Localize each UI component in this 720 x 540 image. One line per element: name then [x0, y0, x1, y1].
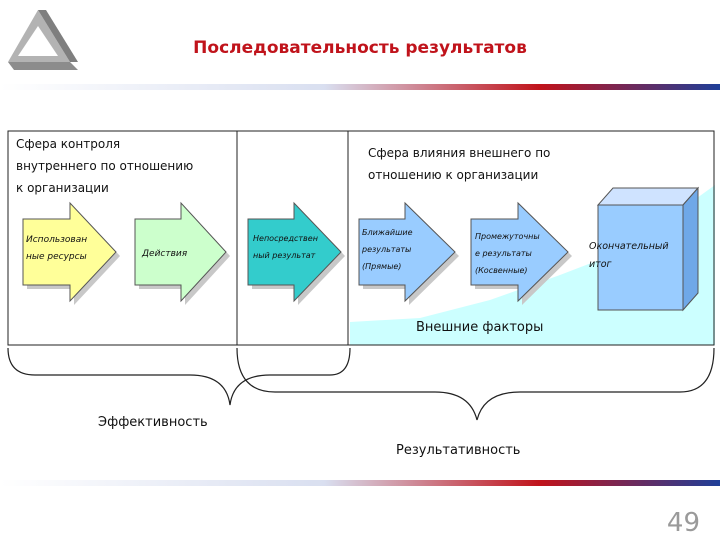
arrow-label-line: Действия	[142, 249, 188, 259]
arrow-label-line: (Прямые)	[362, 262, 402, 271]
arrow-intermediate-results	[470, 201, 572, 305]
arrow-immediate-result-label: Непосредствен ный результат	[253, 230, 318, 264]
brace-effectiveness	[236, 347, 715, 421]
logo-icon	[8, 10, 78, 70]
internal-sphere-line: Сфера контроля	[16, 137, 121, 151]
external-factors-label: Внешние факторы	[416, 320, 544, 335]
arrow-label-line: (Косвенные)	[475, 266, 528, 275]
effectiveness-label: Результативность	[396, 443, 521, 458]
internal-sphere-line: к организации	[16, 181, 109, 195]
arrow-actions	[134, 201, 230, 305]
page-number: 49	[666, 508, 700, 538]
footer-stripe	[0, 480, 720, 486]
internal-sphere-label: Сфера контроля внутреннего по отношению …	[16, 133, 193, 199]
external-sphere-line: отношению к организации	[368, 168, 539, 182]
arrow-immediate-result	[247, 201, 345, 305]
arrow-label-line: Использован	[26, 235, 88, 245]
final-outcome-cube	[596, 186, 700, 312]
arrow-intermediate-results-label: Промежуточны е результаты (Косвенные)	[475, 228, 540, 279]
arrow-inputs	[22, 201, 120, 305]
arrow-label-line: Ближайшие	[362, 228, 413, 237]
arrow-label-line: е результаты	[475, 249, 532, 258]
arrow-direct-results-label: Ближайшие результаты (Прямые)	[362, 224, 413, 275]
final-outcome-line: Окончательный	[589, 241, 669, 252]
arrow-label-line: Промежуточны	[475, 232, 540, 241]
page-title: Последовательность результатов	[193, 38, 527, 58]
arrow-label-line: Непосредствен	[253, 234, 318, 243]
arrow-direct-results	[358, 201, 459, 305]
header-stripe	[0, 84, 720, 90]
arrow-label-line: ные ресурсы	[26, 252, 87, 262]
arrow-inputs-label: Использован ные ресурсы	[26, 232, 87, 266]
external-sphere-label: Сфера влияния внешнего по отношению к ор…	[368, 142, 550, 186]
arrow-label-line: результаты	[362, 245, 412, 254]
final-outcome-line: итог	[589, 259, 612, 270]
brace-efficiency	[7, 347, 351, 406]
arrow-label-line: ный результат	[253, 251, 316, 260]
arrow-actions-label: Действия	[142, 246, 187, 263]
external-sphere-box	[347, 130, 715, 346]
external-sphere-line: Сфера влияния внешнего по	[368, 146, 551, 160]
final-outcome-label: Окончательный итог	[589, 238, 669, 274]
efficiency-label: Эффективность	[98, 415, 208, 430]
internal-sphere-line: внутреннего по отношению	[16, 159, 194, 173]
